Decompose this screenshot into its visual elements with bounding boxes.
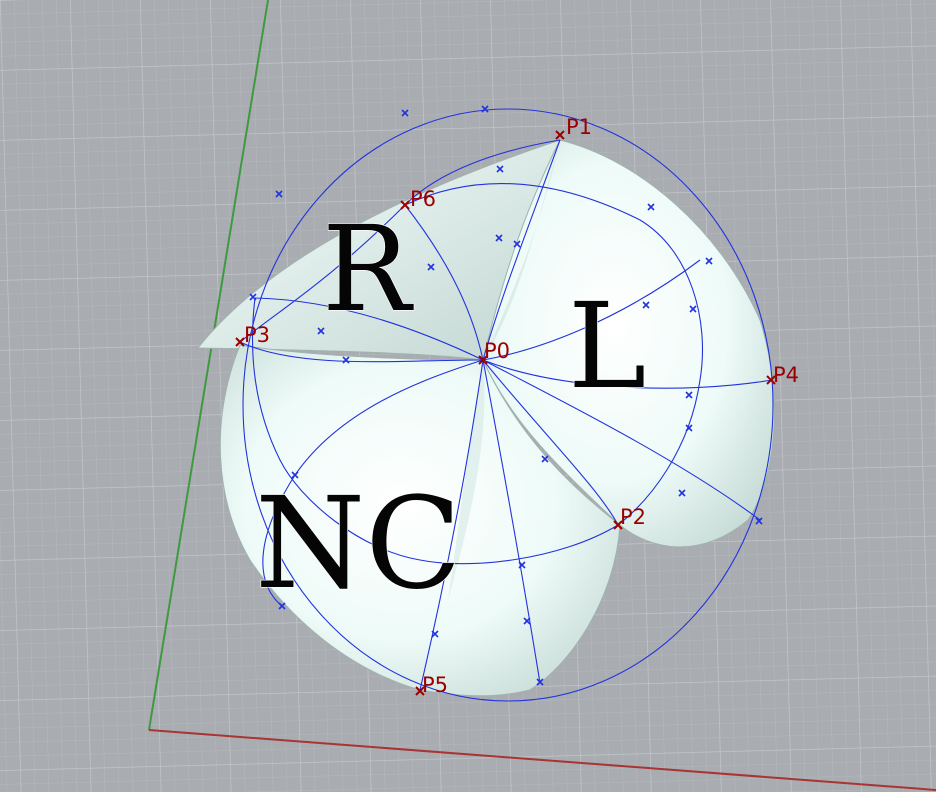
arc-curve-1	[482, 259, 701, 361]
surface-fold	[448, 360, 485, 600]
cp-marker[interactable]	[642, 301, 650, 309]
cp-marker[interactable]	[689, 305, 697, 313]
cp-marker[interactable]	[755, 517, 763, 525]
arc-curve-3	[404, 204, 484, 361]
cp-marker[interactable]	[317, 327, 325, 335]
cp-marker[interactable]	[647, 203, 655, 211]
arc-curve-6	[419, 359, 484, 691]
cp-marker[interactable]	[291, 471, 299, 479]
point-p5-marker[interactable]	[415, 686, 425, 696]
point-p1-label: P1	[566, 115, 592, 139]
x-axis-line	[148, 729, 936, 791]
arc-curve-7	[482, 359, 541, 684]
outer-circle-curve	[242, 108, 774, 702]
cp-marker[interactable]	[431, 630, 439, 638]
arc-curve-5	[262, 359, 484, 608]
point-p6-marker[interactable]	[400, 200, 410, 210]
cp-marker[interactable]	[325, 560, 333, 568]
cp-marker[interactable]	[275, 190, 283, 198]
cp-marker[interactable]	[536, 678, 544, 686]
cp-marker[interactable]	[678, 489, 686, 497]
arc-curve-10	[482, 359, 773, 389]
cp-marker[interactable]	[278, 602, 286, 610]
arc-curve-9	[482, 359, 761, 521]
cp-marker[interactable]	[518, 561, 526, 569]
cp-marker[interactable]	[705, 257, 713, 265]
letters-nc: NC	[255, 470, 462, 617]
arc-curve-4	[254, 297, 484, 361]
arc-curve-8	[482, 359, 619, 526]
named-points[interactable]	[235, 130, 776, 696]
cp-marker[interactable]	[685, 391, 693, 399]
point-p2-label: P2	[620, 505, 646, 529]
cp-marker[interactable]	[541, 455, 549, 463]
cp-marker[interactable]	[249, 293, 257, 301]
letter-l: L	[568, 277, 646, 415]
letter-r: R	[322, 200, 414, 338]
arc-curve-14	[404, 139, 561, 206]
cp-marker[interactable]	[513, 240, 521, 248]
point-p0-label: P0	[484, 339, 510, 363]
point-p3-marker[interactable]	[235, 337, 245, 347]
point-p5-label: P5	[422, 673, 448, 697]
control-point-markers[interactable]	[249, 105, 763, 686]
y-axis-line	[148, 0, 269, 731]
point-p1-marker[interactable]	[555, 130, 565, 140]
point-p4-label: P4	[773, 363, 799, 387]
point-p3-label: P3	[244, 323, 270, 347]
cp-marker[interactable]	[685, 424, 693, 432]
arc-curve-13	[239, 204, 406, 343]
point-p0-marker[interactable]	[478, 355, 488, 365]
cp-marker[interactable]	[496, 165, 504, 173]
arc-curve-11	[239, 341, 484, 363]
cp-marker[interactable]	[481, 105, 489, 113]
cp-marker[interactable]	[401, 109, 409, 117]
arc-curve-2	[482, 139, 561, 361]
point-p6-label: P6	[410, 187, 436, 211]
point-p2-marker[interactable]	[613, 520, 623, 530]
cp-marker[interactable]	[427, 263, 435, 271]
point-p4-marker[interactable]	[766, 375, 776, 385]
cp-marker[interactable]	[495, 234, 503, 242]
cp-marker[interactable]	[523, 617, 531, 625]
cp-marker[interactable]	[342, 356, 350, 364]
